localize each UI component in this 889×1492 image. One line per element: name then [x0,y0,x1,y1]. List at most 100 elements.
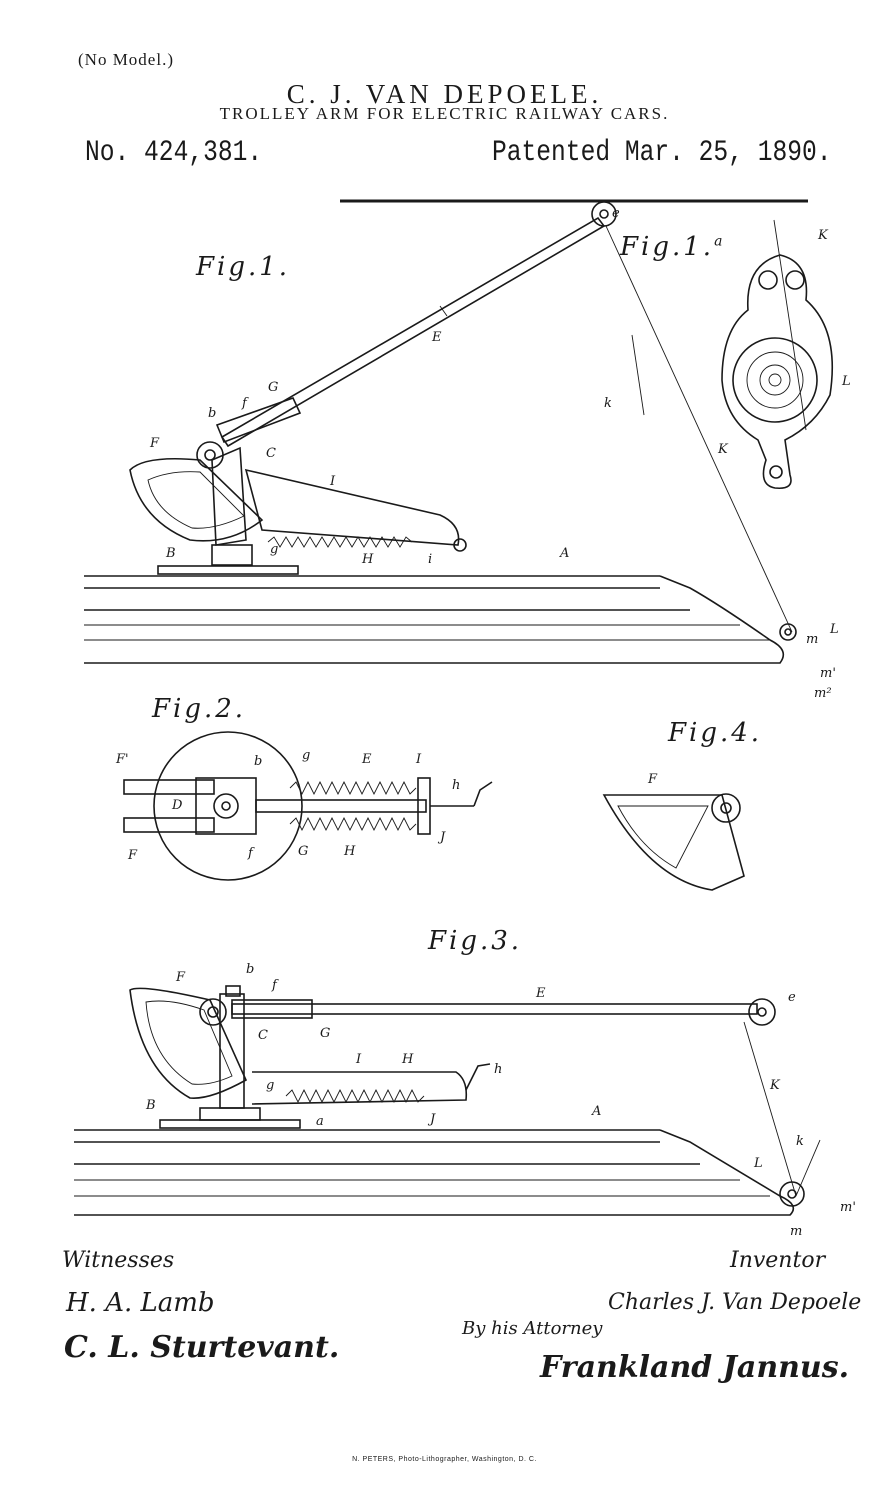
ref-label: F [648,772,658,787]
ref-label: E [362,752,372,767]
ref-label: I [330,474,336,489]
ref-label: L [830,622,839,637]
fig3-crank [465,1063,491,1091]
fig3-trolley-wheel [748,998,776,1026]
reel-spring-outer [732,337,818,423]
ref-label: L [754,1156,763,1171]
patent-number: No. 424,381. [85,136,263,170]
tension-spring [267,536,413,548]
rope-reel [779,623,797,641]
reel-spring-core [768,373,782,387]
hub-block [195,777,257,835]
inventor-heading: C. J. VAN DEPOELE. [286,79,603,109]
ref-label: H [362,552,374,567]
ref-label: B [166,546,176,561]
ref-label: K [718,442,728,457]
quadrant-arm [129,457,264,542]
ref-label: F [128,848,138,863]
patent-title: TROLLEY ARM FOR ELECTRIC RAILWAY CARS. [219,104,670,123]
patent-date: Patented Mar. 25, 1890. [492,136,832,170]
quadrant-bar-upper [123,779,215,795]
ref-label: k [604,396,612,411]
spring-upper [289,780,417,796]
reel-case [721,254,833,490]
ref-label: K [818,228,828,243]
ref-label: k [796,1134,804,1149]
fig-3-label: Fig.3. [428,926,523,956]
ref-label: D [172,798,183,813]
ref-label: I [356,1052,362,1067]
ref-label: A [560,546,570,561]
pivot-bolt [196,441,224,469]
fig-1a-label: Fig.1.a [620,232,725,262]
ref-label: e [612,206,620,221]
reel-spring-mid [746,351,804,409]
witnesses-label: Witnesses [62,1248,175,1273]
ref-label: h [494,1062,503,1077]
ref-label: B [146,1098,156,1113]
fig3-pivot [199,998,227,1026]
crank-handle [473,781,493,807]
crosshead [417,777,431,835]
quadrant-detail [602,794,745,891]
ref-label: A [592,1104,602,1119]
rope-k [631,334,645,416]
fig3-base [199,1107,261,1121]
reel-bolt-left [758,270,778,290]
quadrant-detail-inner [617,805,709,869]
reel-spring-inner [759,364,791,396]
figure-1a-drawing [721,219,833,490]
fig3-quadrant-inner [145,1000,233,1085]
ref-label: b [254,754,263,769]
attorney-signature: Frankland Jannus. [540,1350,850,1385]
inventor-label: Inventor [730,1248,826,1273]
fig3-standard-cap [225,985,241,997]
ref-label: f [242,396,247,411]
attorney-label: By his Attorney [462,1318,603,1339]
hub-pin [213,793,239,819]
ref-label: C [258,1028,268,1043]
ref-label: F' [116,752,129,767]
fig-4-label: Fig.4. [668,718,763,748]
fig1a-rope [773,219,807,431]
witness-signature-1: H. A. Lamb [66,1288,215,1318]
turntable-base [211,544,253,566]
fig3-reel [779,1181,805,1207]
retrieving-rope [605,225,793,633]
fig3-quadrant [129,987,248,1099]
fig3-base-plate [159,1119,301,1129]
ref-label: e [788,990,796,1005]
reel-mount-hole [769,465,783,479]
fig3-sleeve [231,999,313,1019]
fig3-pole [231,1003,758,1015]
ref-label: L [842,374,851,389]
ref-label: b [208,406,217,421]
standard [211,446,247,546]
trolley-wheel-hub [599,209,609,219]
ref-label: H [402,1052,414,1067]
figure-2-drawing [123,731,493,881]
spring-lever [244,468,460,546]
witness-signature-2: C. L. Sturtevant. [64,1330,340,1365]
ref-label: f [248,846,253,861]
fig3-reel-hub [787,1189,797,1199]
car-roof-curve [84,575,785,664]
reel-bolt-right [785,270,805,290]
ref-label: i [428,552,433,567]
spring-lower [289,816,417,832]
base-plate [157,565,299,575]
ref-label: J [440,830,446,845]
fig-1a-superscript: a [714,233,726,250]
fig3-lever [251,1071,468,1105]
ref-label: J [430,1112,436,1127]
ref-label: f [272,978,277,993]
ref-label: C [266,446,276,461]
fig3-trolley-wheel-hub [757,1007,767,1017]
ref-label: b [246,962,255,977]
inventor-signature: Charles J. Van Depoele [608,1290,862,1315]
pivot-bolt-center [204,449,216,461]
ref-label: m² [814,686,832,701]
quadrant-arm-inner [147,471,245,529]
quadrant-detail-pivot-center [720,802,732,814]
